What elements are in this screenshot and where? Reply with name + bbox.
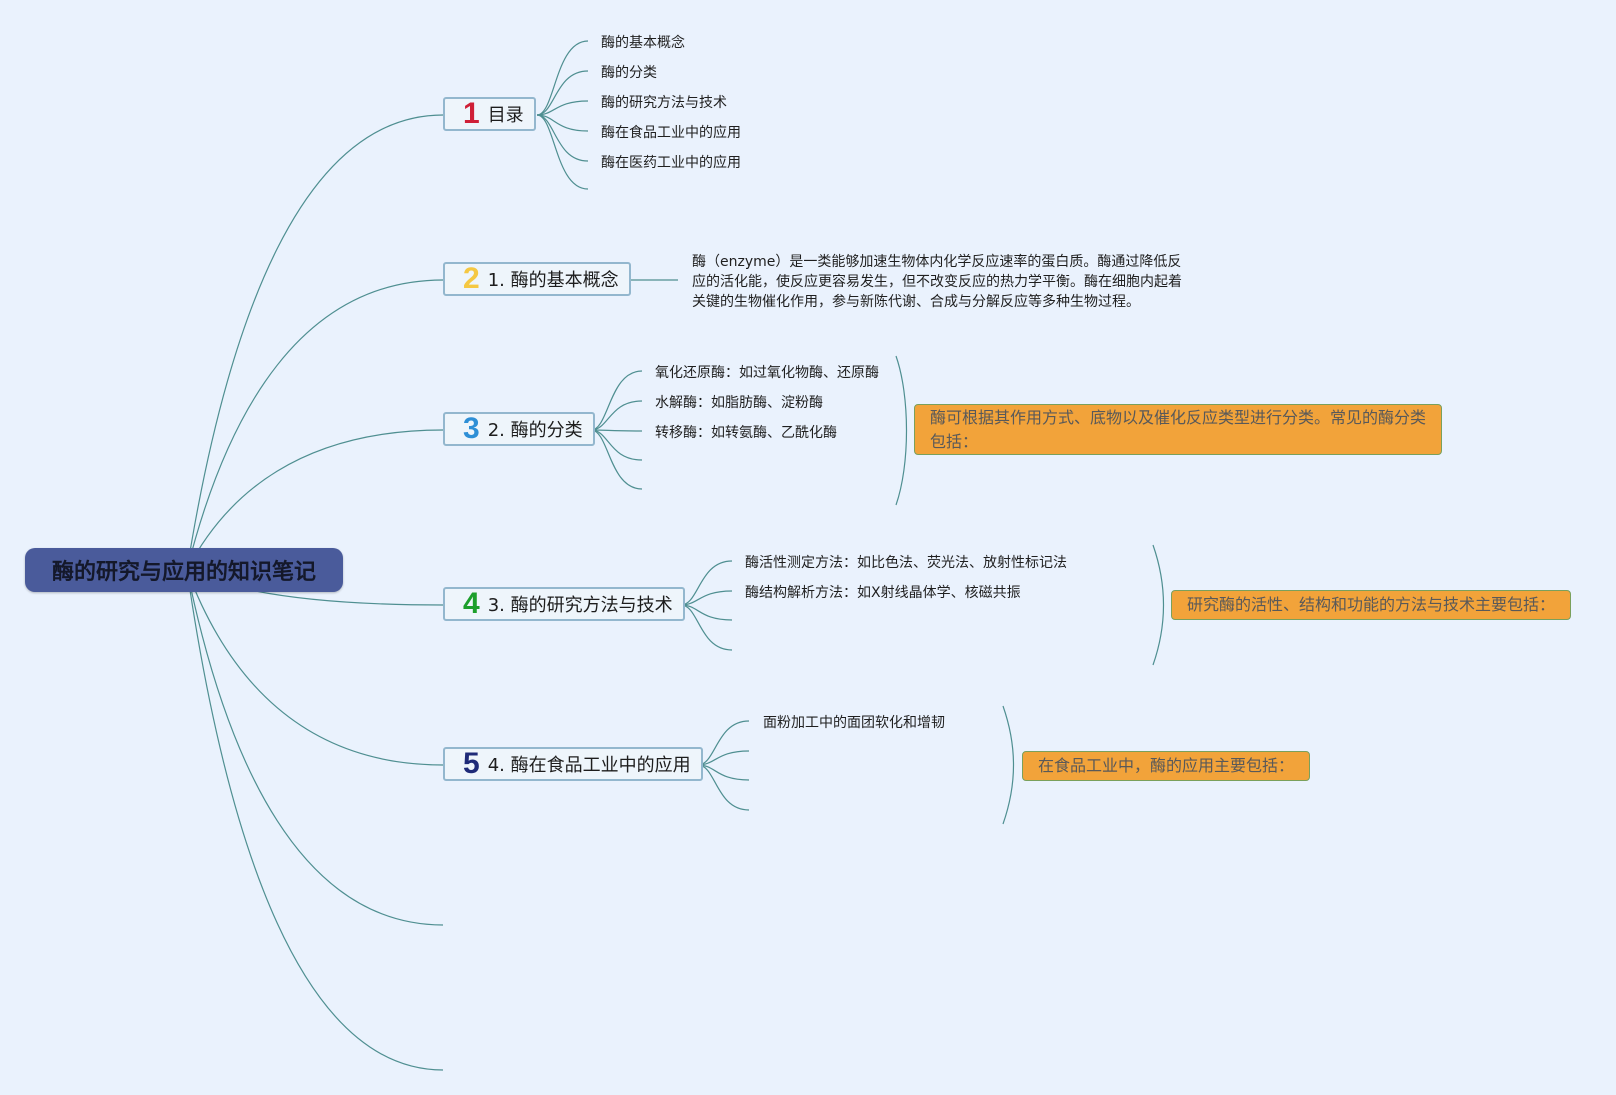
- food-industry-item-link: [697, 750, 750, 766]
- food-industry-item-link: [697, 764, 750, 811]
- food-industry-summary-text: 在食品工业中，酶的应用主要包括：: [1038, 756, 1295, 775]
- topic-food-industry-label: 4. 酶在食品工业中的应用: [487, 755, 691, 776]
- root-topic[interactable]: 酶的研究与应用的知识笔记: [25, 548, 343, 592]
- contents-item-link: [536, 40, 589, 116]
- classification-summary-text: 酶可根据其作用方式、底物以及催化反应类型进行分类。常见的酶分类包括：: [930, 407, 1427, 451]
- contents-item-link: [536, 100, 589, 116]
- classification-item[interactable]: 转移酶：如转氨酶、乙酰化酶: [655, 425, 837, 441]
- research-methods-summary-callout[interactable]: 研究酶的活性、结构和功能的方法与技术主要包括：: [1171, 590, 1571, 620]
- research-method-item[interactable]: 酶活性测定方法：如比色法、荧光法、放射性标记法: [745, 555, 1067, 571]
- topic-classification[interactable]: 3 2. 酶的分类: [443, 412, 595, 446]
- priority-1-marker-icon: 1: [463, 97, 480, 130]
- topic-research-methods[interactable]: 4 3. 酶的研究方法与技术: [443, 587, 685, 621]
- contents-item-link: [536, 114, 589, 162]
- contents-item[interactable]: 酶在医药工业中的应用: [601, 155, 741, 171]
- root-link-contents: [186, 114, 444, 571]
- contents-item-link: [536, 70, 589, 116]
- topic-classification-label: 2. 酶的分类: [487, 420, 583, 441]
- research-method-item[interactable]: 酶结构解析方法：如X射线晶体学、核磁共振: [745, 585, 1021, 601]
- food-industry-item[interactable]: 面粉加工中的面团软化和增韧: [763, 715, 945, 731]
- topic-food-industry[interactable]: 5 4. 酶在食品工业中的应用: [443, 747, 703, 781]
- root-link-empty: [186, 569, 444, 1071]
- priority-3-marker-icon: 3: [463, 412, 480, 445]
- classification-item-link: [590, 429, 643, 432]
- research-method-item-link: [680, 604, 733, 651]
- contents-item[interactable]: 酶的分类: [601, 65, 657, 81]
- priority-4-marker-icon: 4: [463, 587, 480, 620]
- research-methods-summary-brace: [1152, 544, 1165, 666]
- contents-item-link: [536, 114, 589, 190]
- research-methods-summary-text: 研究酶的活性、结构和功能的方法与技术主要包括：: [1187, 595, 1556, 614]
- classification-item-link: [590, 370, 643, 431]
- classification-item[interactable]: 氧化还原酶：如过氧化物酶、还原酶: [655, 365, 879, 381]
- research-method-item-link: [680, 604, 733, 621]
- classification-summary-callout[interactable]: 酶可根据其作用方式、底物以及催化反应类型进行分类。常见的酶分类包括：: [914, 404, 1442, 455]
- contents-item-link: [536, 114, 589, 132]
- basic-concept-paragraph[interactable]: 酶（enzyme）是一类能够加速生物体内化学反应速率的蛋白质。酶通过降低反应的活…: [692, 254, 1182, 310]
- classification-item[interactable]: 水解酶：如脂肪酶、淀粉酶: [655, 395, 823, 411]
- root-link-basic-concept: [186, 279, 444, 571]
- food-industry-item-link: [697, 764, 750, 781]
- classification-item-link: [590, 400, 643, 431]
- root-link-empty: [186, 569, 444, 926]
- food-industry-summary-callout[interactable]: 在食品工业中，酶的应用主要包括：: [1022, 751, 1310, 781]
- food-industry-item-link: [697, 720, 750, 766]
- topic-basic-concept[interactable]: 2 1. 酶的基本概念: [443, 262, 631, 296]
- contents-item[interactable]: 酶的研究方法与技术: [601, 95, 727, 111]
- root-link-classification: [186, 429, 444, 571]
- root-topic-label: 酶的研究与应用的知识笔记: [51, 560, 316, 585]
- topic-contents[interactable]: 1 目录: [443, 97, 536, 131]
- classification-item-link: [590, 429, 643, 490]
- priority-5-marker-icon: 5: [463, 747, 480, 780]
- topic-basic-concept-label: 1. 酶的基本概念: [487, 270, 619, 291]
- priority-2-marker-icon: 2: [463, 262, 480, 295]
- contents-item[interactable]: 酶在食品工业中的应用: [601, 125, 741, 141]
- topic-contents-label: 目录: [487, 105, 524, 126]
- root-link-food-industry: [186, 569, 444, 766]
- research-method-item-link: [680, 560, 733, 606]
- classification-summary-brace: [895, 355, 908, 506]
- contents-item[interactable]: 酶的基本概念: [601, 35, 685, 51]
- topic-research-methods-label: 3. 酶的研究方法与技术: [487, 595, 673, 616]
- food-industry-summary-brace: [1002, 705, 1015, 825]
- research-method-item-link: [680, 590, 733, 606]
